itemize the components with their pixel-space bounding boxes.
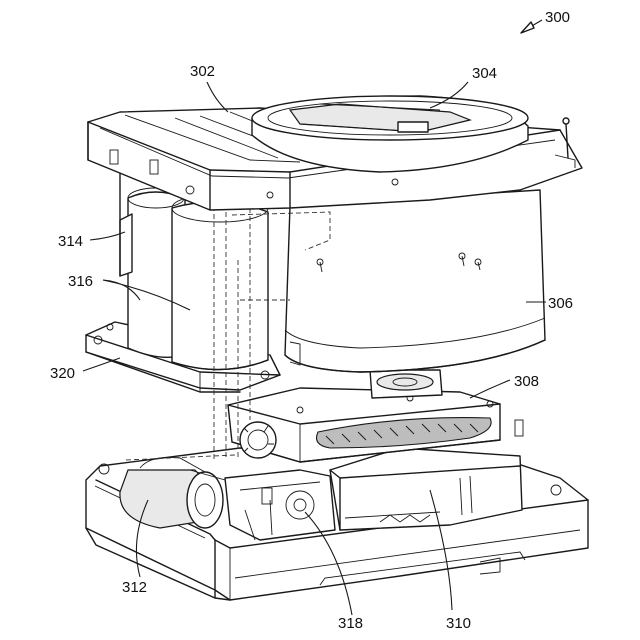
shaft-assembly — [370, 370, 442, 398]
label-314: 314 — [58, 233, 83, 250]
label-312: 312 — [122, 579, 147, 596]
label-304: 304 — [472, 65, 497, 82]
label-302: 302 — [190, 63, 215, 80]
gear-plate — [228, 388, 523, 462]
label-308: 308 — [514, 373, 539, 390]
filter-cartridge-front — [172, 194, 268, 370]
container-cylinder — [285, 190, 545, 372]
label-318: 318 — [338, 615, 363, 632]
figure-number-label: 300 — [545, 9, 570, 26]
label-310: 310 — [446, 615, 471, 632]
label-306: 306 — [548, 295, 573, 312]
label-320: 320 — [50, 365, 75, 382]
label-316: 316 — [68, 273, 93, 290]
